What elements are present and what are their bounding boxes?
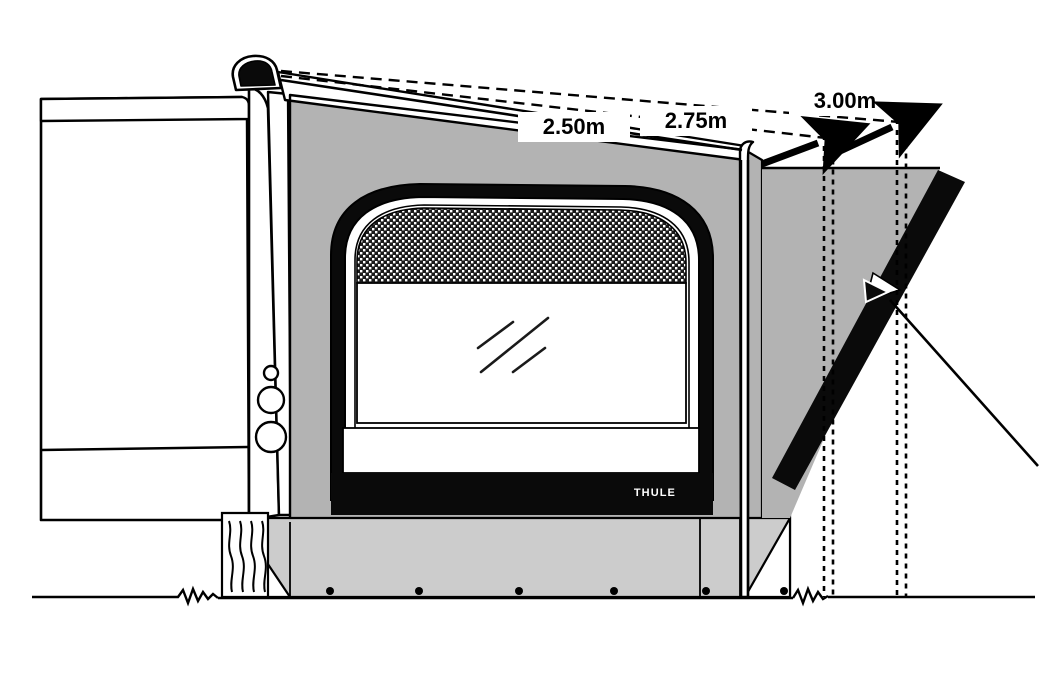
vehicle-body	[39, 86, 293, 522]
mesh-vent-panel	[356, 207, 687, 284]
dimension-label-275: 2.75m	[665, 108, 727, 133]
thule-logo: THULE	[634, 487, 676, 499]
tent-base-band: THULE	[331, 473, 713, 515]
door-lower-panel	[342, 427, 700, 474]
window-glare-lines	[476, 316, 550, 374]
side-panel-wedge	[762, 166, 1039, 518]
arrow-to-mid	[760, 115, 871, 175]
dimension-labels: 2.50m 2.75m 3.00m	[518, 86, 901, 142]
pole-main-solid	[738, 140, 755, 599]
dimension-label-250: 2.50m	[543, 114, 605, 139]
clear-window-panel	[356, 282, 687, 424]
extension-arrows	[760, 101, 943, 175]
vehicle-fittings	[254, 364, 288, 454]
dimension-label-300: 3.00m	[814, 88, 876, 113]
arrow-to-extended	[836, 101, 943, 159]
awning-cassette	[231, 54, 283, 92]
fabric-skirt-folds	[220, 511, 270, 599]
tent-ground-skirt	[235, 513, 792, 599]
